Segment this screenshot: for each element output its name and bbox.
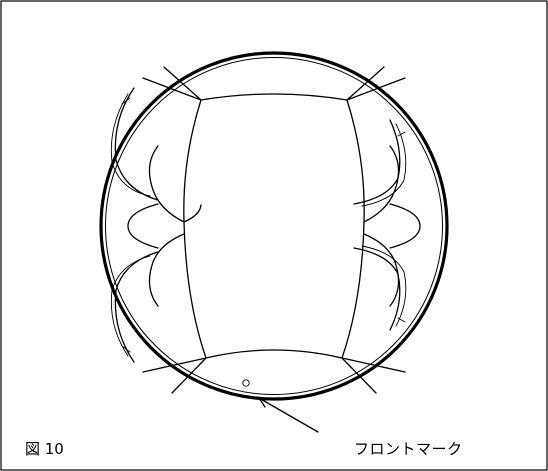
front-mark-dot [242, 379, 250, 387]
right-waist-bulge [389, 203, 421, 249]
panel-upper-right [346, 77, 406, 223]
figure-number-caption: 図 10 [25, 440, 64, 458]
bottom-cap-segment [171, 357, 377, 394]
cutout-lower-right [353, 245, 407, 331]
cutout-upper-right [353, 119, 407, 207]
panel-lower-left [142, 233, 207, 373]
panel-upper-left [142, 77, 202, 223]
outer-rim [99, 51, 449, 401]
front-mark-callout-label: フロントマーク [354, 440, 463, 458]
inner-rim [105, 57, 443, 395]
left-waist-bulge [127, 203, 159, 249]
cutout-lower-left [110, 251, 159, 363]
panel-lower-right [341, 233, 406, 373]
cutout-upper-left [110, 87, 159, 201]
top-cap-segment [163, 66, 385, 101]
front-mark-leader-arrow [258, 397, 319, 433]
central-panel [183, 93, 365, 359]
